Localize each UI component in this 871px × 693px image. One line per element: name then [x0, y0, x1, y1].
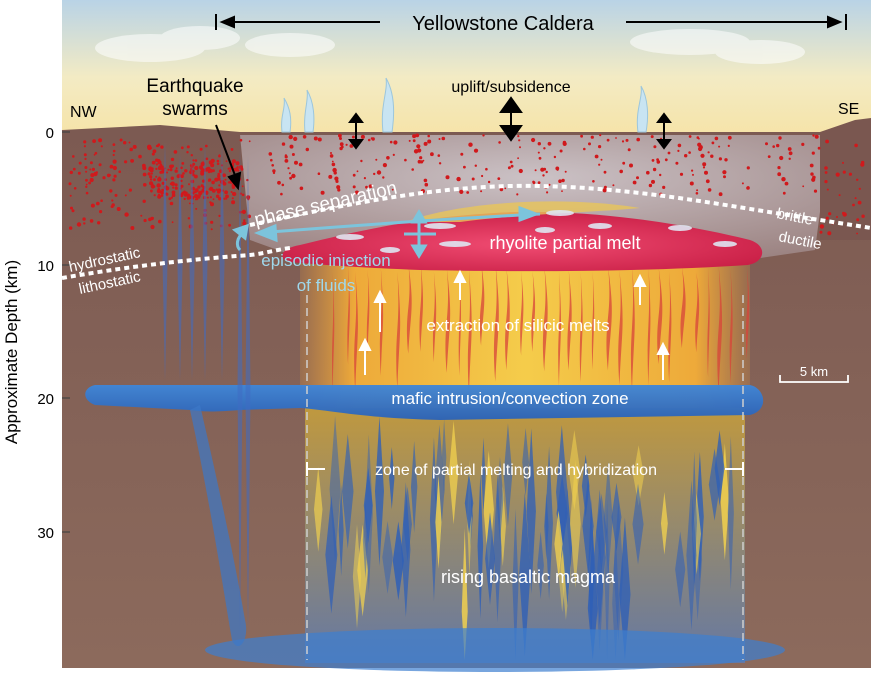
earthquake-swarms-label-line1: Earthquake	[146, 76, 243, 97]
brittle-label: brittle	[775, 205, 814, 229]
earthquake-swarms-label-line2: swarms	[162, 99, 227, 120]
mafic-intrusion-label: mafic intrusion/convection zone	[391, 389, 628, 408]
uplift-subsidence-label: uplift/subsidence	[451, 79, 570, 96]
depth-axis-ticks	[62, 131, 70, 533]
uplift-subsidence-arrows	[348, 96, 672, 150]
depth-tick-0: 0	[46, 125, 54, 142]
mafic-intrusion-zone	[85, 385, 764, 420]
silicic-melt-zone	[300, 248, 750, 408]
rhyolite-melt-body	[282, 211, 763, 272]
se-label: SE	[838, 101, 859, 118]
silicic-extraction-arrows	[358, 269, 670, 380]
depth-tick-30: 30	[37, 525, 54, 542]
nw-dike-streaks	[162, 142, 251, 630]
sky-background	[62, 0, 871, 140]
partial-melting-label: zone of partial melting and hybridizatio…	[375, 462, 657, 479]
depth-tick-10: 10	[37, 258, 54, 275]
geysers	[281, 77, 649, 133]
rhyolite-label: rhyolite partial melt	[489, 233, 640, 253]
depth-tick-20: 20	[37, 391, 54, 408]
fluid-flow-arrows	[231, 205, 541, 259]
clouds	[95, 26, 805, 64]
caldera-title: Yellowstone Caldera	[412, 13, 594, 35]
caldera-extent-arrow	[215, 14, 847, 30]
mafic-feeder-left	[190, 405, 247, 647]
episodic-injection-label-line2: of fluids	[297, 276, 356, 295]
rising-basaltic-label: rising basaltic magma	[441, 567, 616, 587]
nw-label: NW	[70, 104, 98, 121]
rhyolite-lenses	[336, 210, 737, 253]
scale-bar	[779, 375, 849, 383]
silicic-melt-streaks	[332, 262, 750, 395]
episodic-injection-label-line1: episodic injection	[261, 251, 390, 270]
se-ridge	[820, 118, 871, 240]
partial-melting-bracket	[306, 462, 744, 476]
earthquake-dots	[68, 133, 865, 236]
hybridization-streaks	[313, 416, 734, 660]
depth-axis-title: Approximate Depth (km)	[2, 260, 21, 444]
scale-bar-label: 5 km	[800, 364, 828, 379]
rising-magma-base	[205, 628, 785, 672]
earthquake-swarm-pointer	[215, 124, 242, 191]
silicic-extraction-label: extraction of silicic melts	[426, 316, 609, 335]
brittle-ductile-boundary	[249, 183, 871, 230]
